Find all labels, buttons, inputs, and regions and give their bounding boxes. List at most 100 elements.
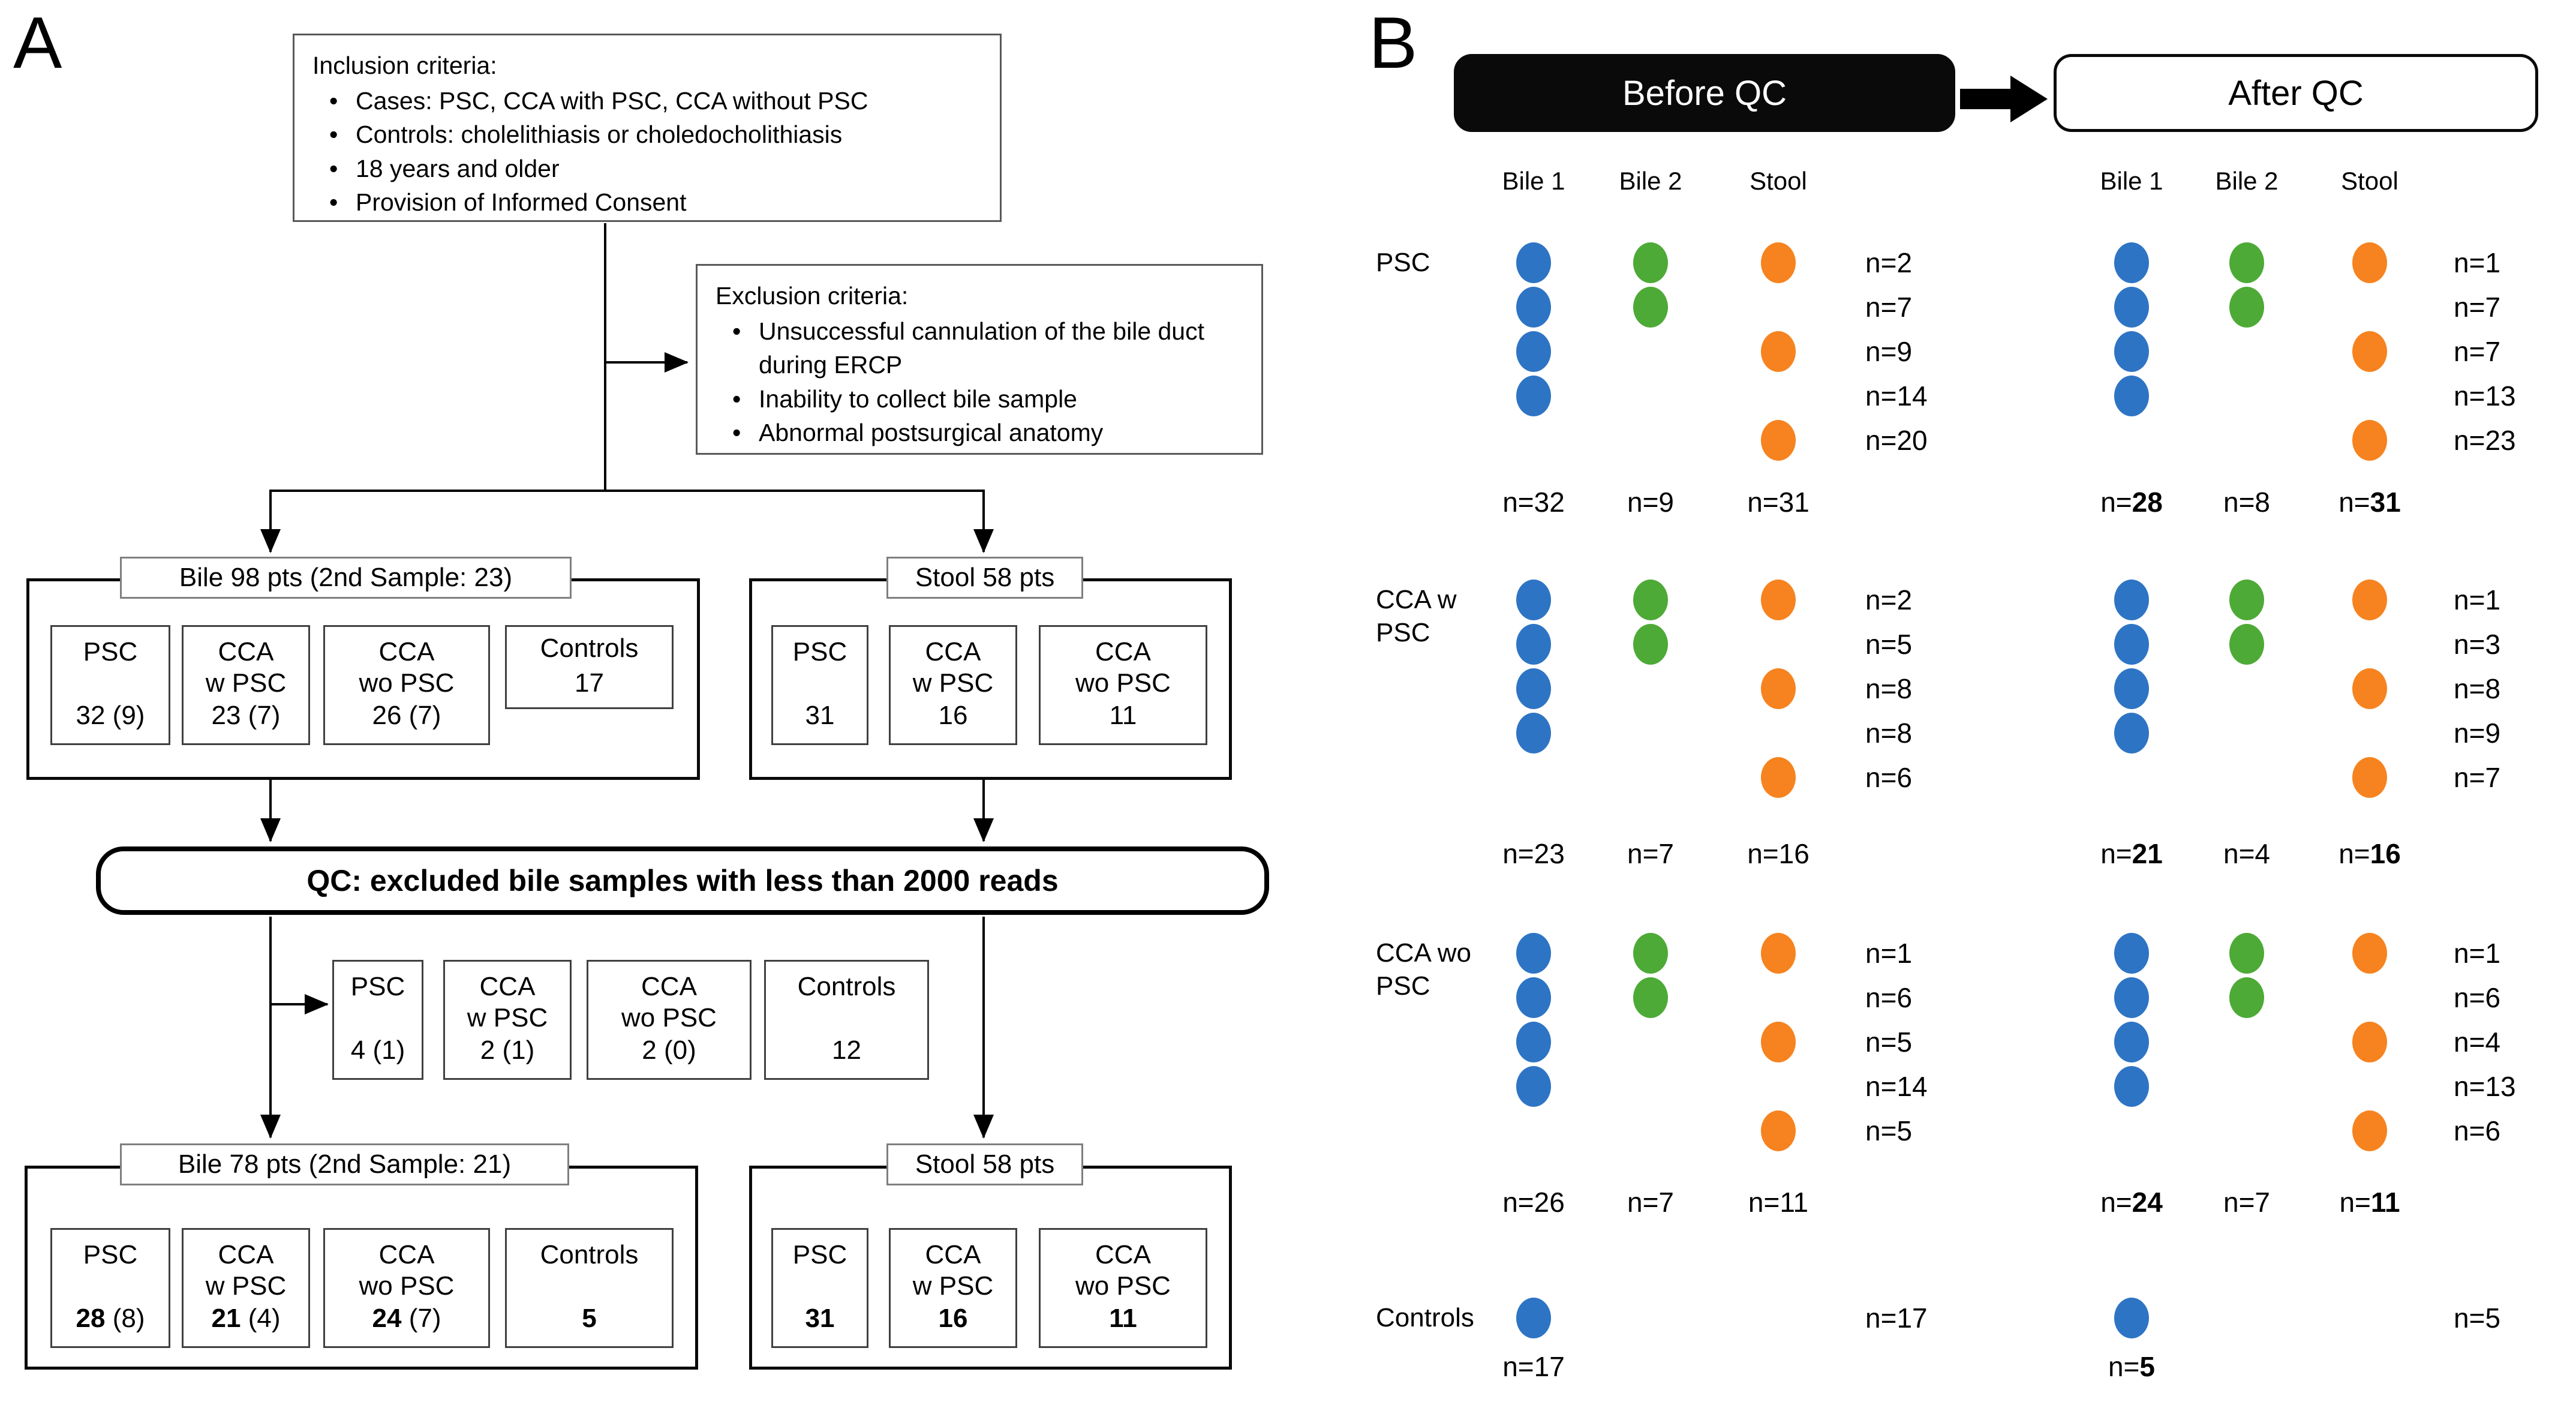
- after-column-total-2-0: n=24: [2100, 1187, 2163, 1218]
- bile1-dot: [1516, 977, 1551, 1018]
- stool-before-title: Stool 58 pts: [886, 557, 1083, 599]
- stool-dot: [1761, 1110, 1796, 1151]
- before-row-count-1-1: n=5: [1865, 629, 1913, 660]
- bile2-dot: [1633, 287, 1668, 328]
- before-qc-pill: Before QC: [1454, 54, 1955, 132]
- before-column-total-1-1: n=7: [1627, 838, 1675, 869]
- after-qc-pill: After QC: [2054, 54, 2538, 132]
- after-column-total-0-2: n=31: [2338, 487, 2401, 518]
- after-row-count-2-1: n=6: [2454, 982, 2501, 1013]
- panel-b-label: B: [1369, 2, 1418, 83]
- group-label-line: CCA wo: [1376, 938, 1471, 968]
- after-row-count-1-4: n=7: [2454, 762, 2501, 793]
- after-row-count-0-1: n=7: [2454, 292, 2501, 323]
- bile1-dot: [2114, 580, 2149, 620]
- cohort-box-label: CCA: [925, 1240, 981, 1269]
- stool-dot: [2352, 580, 2387, 620]
- exclusion-criteria-box: Exclusion criteria: Unsuccessful cannula…: [696, 264, 1263, 455]
- cohort-box-value: 17: [575, 668, 604, 698]
- before-column-total-3-0: n=17: [1502, 1351, 1565, 1382]
- cohort-box-value: 26 (7): [372, 701, 441, 731]
- bile1-dot: [1516, 580, 1551, 620]
- bile1-dot: [2114, 376, 2149, 416]
- stool-dot: [1761, 420, 1796, 461]
- criteria-bullet: Controls: cholelithiasis or choledocholi…: [312, 118, 982, 152]
- criteria-bullet: Cases: PSC, CCA with PSC, CCA without PS…: [312, 84, 982, 118]
- bile2-dot: [2229, 624, 2264, 665]
- exclusion-criteria-title: Exclusion criteria:: [716, 282, 909, 310]
- bile1-dot: [1516, 242, 1551, 283]
- cohort-box-value: 21 (4): [211, 1304, 281, 1334]
- cohort-box-value: 16: [938, 1304, 968, 1334]
- cohort-box-label: w PSC: [205, 1271, 287, 1301]
- cohort-box-label-group: Controls: [798, 971, 896, 1002]
- before-row-count-1-0: n=2: [1865, 584, 1913, 616]
- cohort-box-label-group: PSC: [351, 971, 405, 1002]
- before-row-count-2-0: n=1: [1865, 938, 1913, 969]
- bile2-dot: [2229, 977, 2264, 1018]
- before-row-count-0-1: n=7: [1865, 292, 1913, 323]
- bile1-dot: [1516, 287, 1551, 328]
- after-row-count-0-3: n=13: [2454, 380, 2516, 412]
- cohort-box-label: PSC: [83, 1240, 138, 1269]
- stool-dot: [2352, 1022, 2387, 1062]
- before-row-count-2-4: n=5: [1865, 1115, 1913, 1146]
- bile1-dot: [1516, 376, 1551, 416]
- cohort-box-label: PSC: [792, 1240, 847, 1269]
- before-column-total-0-2: n=31: [1747, 487, 1809, 518]
- inclusion-criteria-title: Inclusion criteria:: [312, 52, 497, 79]
- stool-dot: [1761, 668, 1796, 709]
- cohort-box-label: PSC: [792, 637, 847, 667]
- bile1-dot: [2114, 1066, 2149, 1107]
- after-column-total-1-1: n=4: [2223, 838, 2271, 869]
- after-row-count-1-0: n=1: [2454, 584, 2501, 616]
- after-row-count-0-4: n=23: [2454, 425, 2516, 456]
- cohort-box-label-group: Controls: [540, 633, 639, 664]
- cohort-box-label: CCA: [641, 972, 697, 1001]
- group-label-line: CCA w: [1376, 585, 1457, 614]
- stool-dot: [2352, 933, 2387, 974]
- before-row-count-1-2: n=8: [1865, 673, 1913, 704]
- bile1-dot: [2114, 242, 2149, 283]
- group-label-line: PSC: [1376, 971, 1430, 1001]
- before-row-count-1-3: n=8: [1865, 717, 1913, 749]
- cohort-box-label: w PSC: [467, 1002, 548, 1032]
- stool-after-title: Stool 58 pts: [886, 1143, 1083, 1185]
- group-label-1: CCA w PSC: [1376, 583, 1456, 649]
- stool-dot: [1761, 580, 1796, 620]
- bile-after-title: Bile 78 pts (2nd Sample: 21): [120, 1143, 569, 1185]
- cohort-box-label: Controls: [540, 634, 639, 664]
- before-column-total-0-0: n=32: [1502, 487, 1565, 518]
- after-row-count-3-0: n=5: [2454, 1302, 2501, 1334]
- bile1-dot: [1516, 1066, 1551, 1107]
- group-label-line: PSC: [1376, 618, 1430, 647]
- after-row-count-2-4: n=6: [2454, 1115, 2501, 1146]
- group-label-line: PSC: [1376, 248, 1430, 277]
- before-row-count-3-0: n=17: [1865, 1302, 1928, 1334]
- group-label-0: PSC: [1376, 246, 1430, 279]
- before-column-total-1-2: n=16: [1747, 838, 1809, 869]
- qc-box: QC: excluded bile samples with less than…: [96, 846, 1269, 915]
- stool-dot: [1761, 242, 1796, 283]
- inclusion-criteria-box: Inclusion criteria: Cases: PSC, CCA with…: [293, 34, 1002, 222]
- criteria-bullet: Provision of Informed Consent: [312, 185, 982, 220]
- before-row-count-1-4: n=6: [1865, 762, 1913, 793]
- stool-dot: [2352, 668, 2387, 709]
- cohort-box-label: w PSC: [912, 1271, 994, 1301]
- cohort-box-value: 12: [832, 1035, 861, 1065]
- criteria-bullet: Inability to collect bile sample: [716, 382, 1243, 416]
- stool-dot: [2352, 1110, 2387, 1151]
- before-row-count-0-3: n=14: [1865, 380, 1928, 412]
- after-column-header-1: Bile 2: [2215, 167, 2279, 195]
